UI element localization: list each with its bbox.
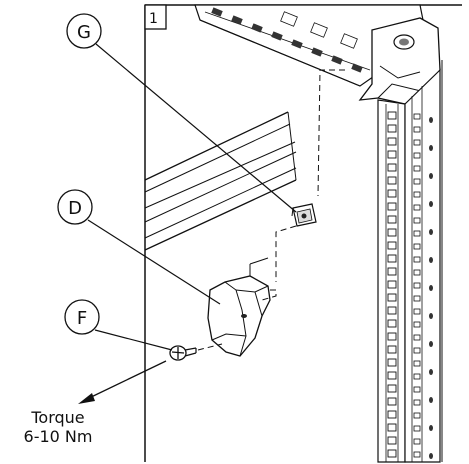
clip-nut (291, 203, 317, 227)
rail-inner-hole (413, 256, 421, 263)
rail-square-hole (387, 306, 397, 315)
rail-square-hole (387, 228, 397, 237)
rail-square-hole (387, 371, 397, 380)
rail-square-hole (387, 345, 397, 354)
leader-lines (87, 43, 297, 351)
rail-inner-hole (413, 360, 421, 367)
callout-g-label: G (77, 22, 91, 43)
rail-square-hole (387, 293, 397, 302)
rail-round-hole (429, 117, 433, 123)
rail-inner-hole (413, 204, 421, 211)
callout-d-label: D (68, 198, 82, 219)
rail-inner-hole (413, 438, 421, 445)
rail-square-hole (387, 150, 397, 159)
rail-inner-hole (413, 282, 421, 289)
rail-inner-hole (413, 230, 421, 237)
callout-d: D (57, 189, 93, 225)
rail-inner-hole (413, 425, 421, 432)
rail-inner-hole (413, 217, 421, 224)
rail-inner-hole (413, 152, 421, 159)
rail-square-hole (387, 319, 397, 328)
top-rail (194, 4, 426, 87)
rail-round-hole (429, 201, 433, 207)
corner-block (358, 17, 441, 105)
rail-holes (387, 111, 433, 459)
rail-square-hole (387, 332, 397, 341)
rail-square-hole (387, 189, 397, 198)
rail-inner-hole (413, 451, 421, 458)
rail-inner-hole (413, 191, 421, 198)
step-number-box: 1 (144, 4, 167, 30)
rail-inner-hole (413, 139, 421, 146)
rail-square-hole (387, 423, 397, 432)
rail-round-hole (429, 397, 433, 403)
rail-square-hole (387, 163, 397, 172)
rail-inner-hole (413, 113, 421, 120)
rail-inner-hole (413, 178, 421, 185)
rail-round-hole (429, 313, 433, 319)
torque-label: Torque (30, 408, 84, 427)
rail-round-hole (429, 285, 433, 291)
rail-inner-hole (413, 347, 421, 354)
rail-square-hole (387, 124, 397, 133)
side-panel (144, 111, 297, 251)
rail-inner-hole (413, 334, 421, 341)
rail-round-hole (429, 229, 433, 235)
rail-square-hole (387, 449, 397, 458)
vertical-rail (377, 60, 443, 463)
rail-inner-hole (413, 308, 421, 315)
rail-round-hole (429, 425, 433, 431)
rail-inner-hole (413, 165, 421, 172)
torque-value: 6-10 Nm (24, 427, 93, 446)
rail-square-hole (387, 254, 397, 263)
rail-square-hole (387, 267, 397, 276)
rail-inner-hole (413, 386, 421, 393)
rail-inner-hole (413, 373, 421, 380)
rail-square-hole (387, 410, 397, 419)
rail-round-hole (429, 341, 433, 347)
rail-square-hole (387, 436, 397, 445)
callout-f-label: F (77, 308, 87, 329)
rail-inner-hole (413, 269, 421, 276)
rail-inner-hole (413, 412, 421, 419)
step-number: 1 (149, 11, 158, 27)
callout-g: G (66, 13, 102, 49)
rail-round-hole (429, 453, 433, 459)
rail-square-hole (387, 202, 397, 211)
rail-inner-hole (413, 321, 421, 328)
rail-inner-hole (413, 295, 421, 302)
rail-square-hole (387, 176, 397, 185)
rail-round-hole (429, 145, 433, 151)
rail-square-hole (387, 397, 397, 406)
rail-round-hole (429, 369, 433, 375)
rail-inner-hole (413, 243, 421, 250)
rail-inner-hole (413, 126, 421, 133)
rail-square-hole (387, 137, 397, 146)
rail-inner-hole (413, 399, 421, 406)
torque-annotation: Torque 6-10 Nm (24, 408, 93, 446)
screw (169, 345, 197, 361)
callout-f: F (64, 299, 100, 335)
rail-round-hole (429, 173, 433, 179)
rail-square-hole (387, 280, 397, 289)
rail-square-hole (387, 241, 397, 250)
rail-square-hole (387, 215, 397, 224)
rail-round-hole (429, 257, 433, 263)
assembly-guides (197, 69, 345, 351)
rail-square-hole (387, 358, 397, 367)
rail-square-hole (387, 111, 397, 120)
bracket (207, 257, 271, 357)
rail-square-hole (387, 384, 397, 393)
torque-arrow (78, 360, 167, 404)
